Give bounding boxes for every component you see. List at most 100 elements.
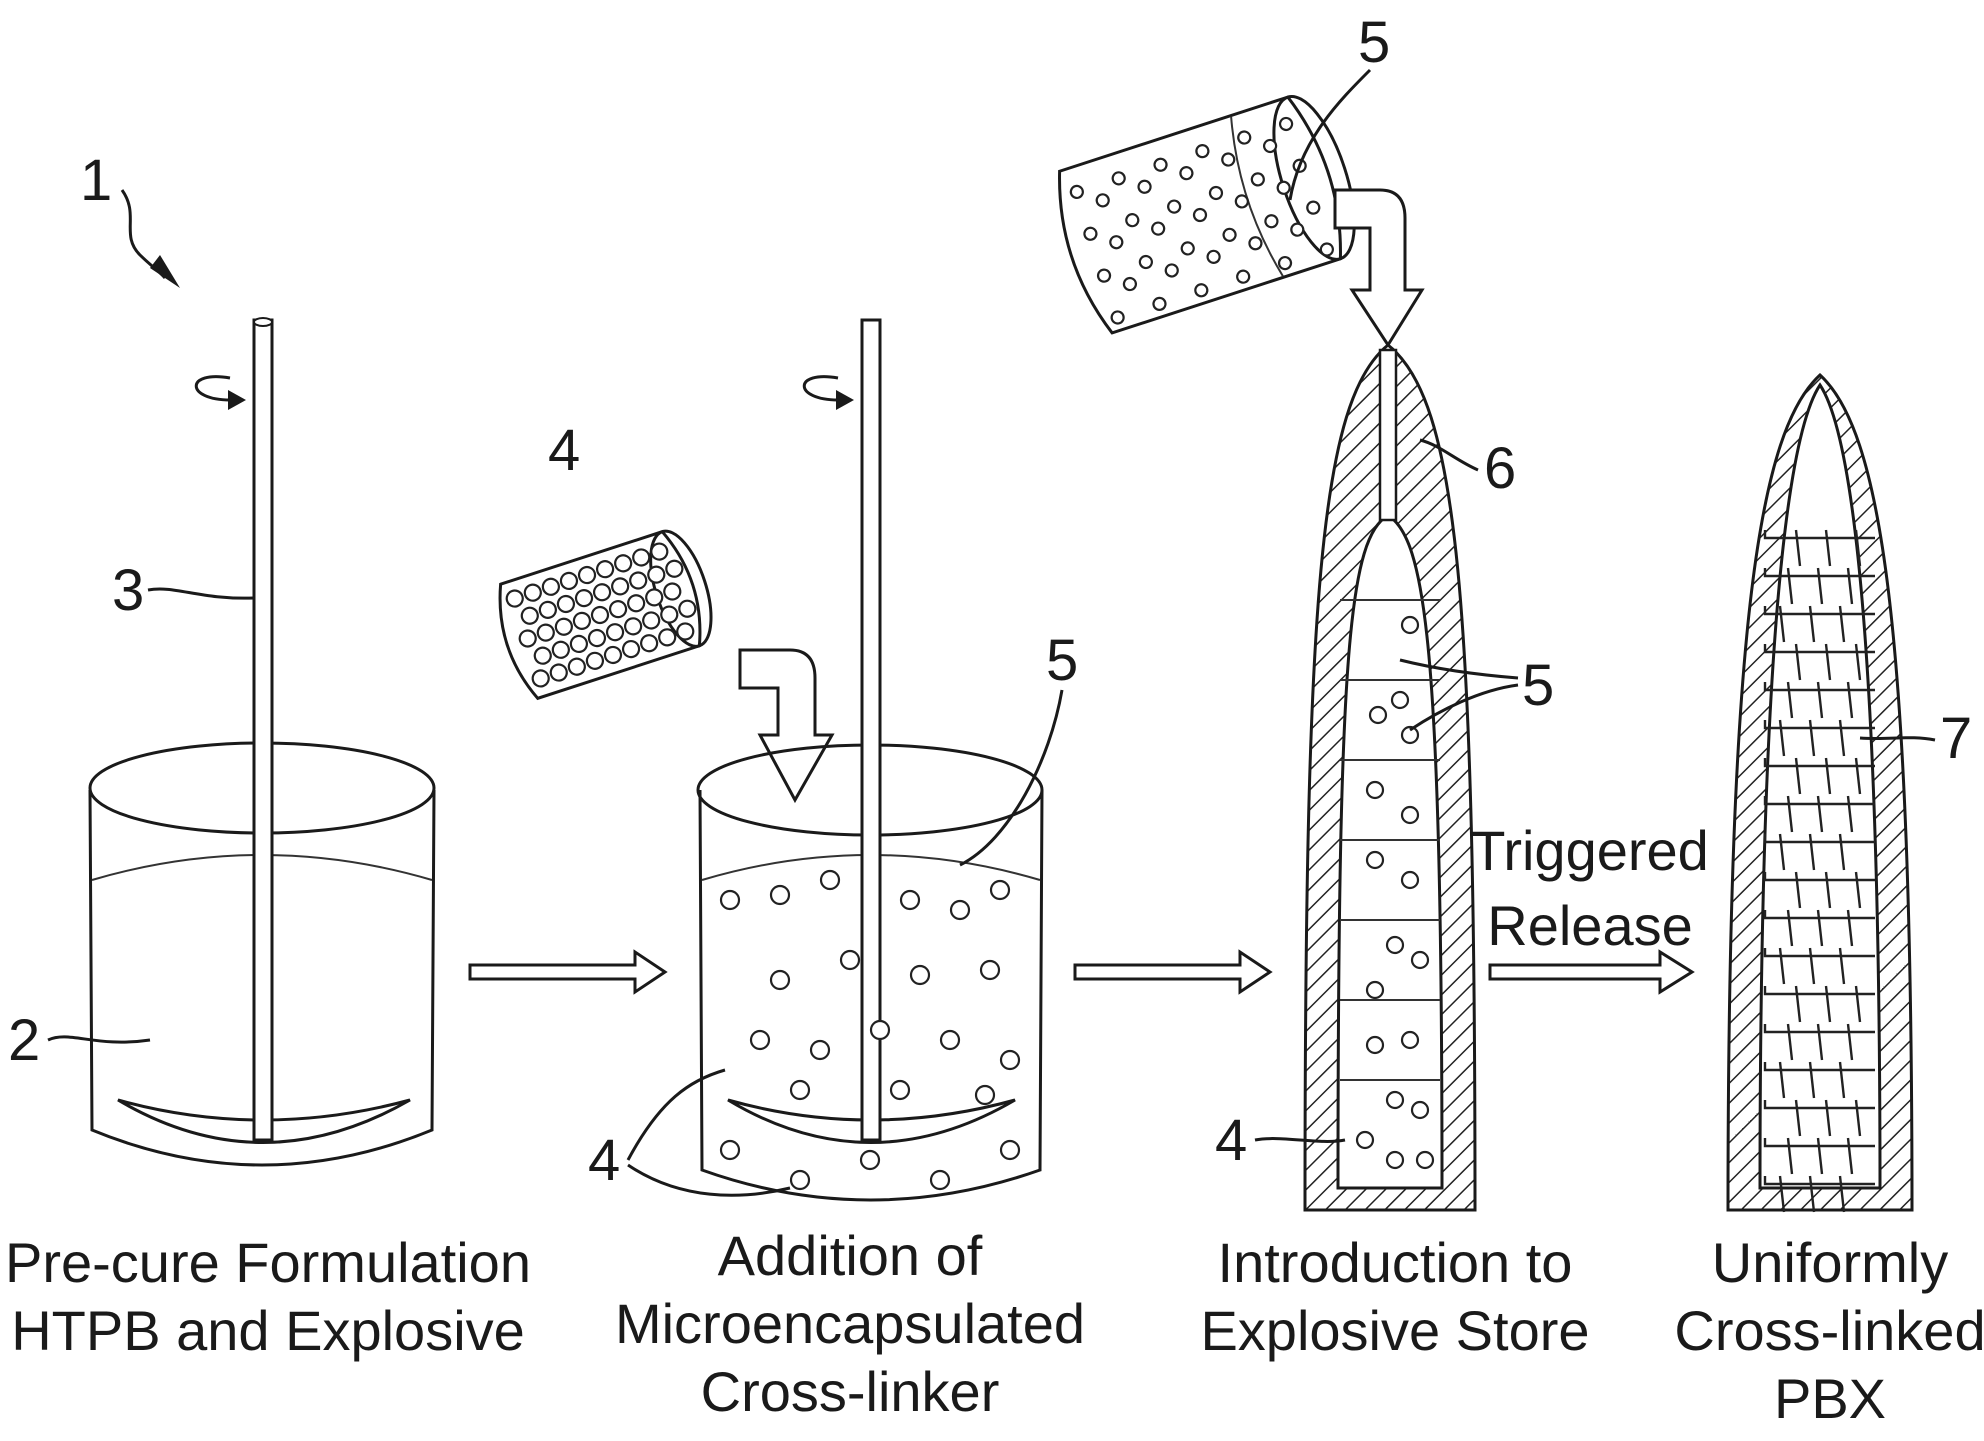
pour-arrow-2: [738, 648, 835, 804]
microcapsule: [1221, 152, 1236, 167]
crosslinked-network: [1763, 529, 1875, 1213]
microcapsule: [719, 889, 741, 911]
ref-7-leader: [1859, 736, 1936, 742]
microcapsule: [1083, 226, 1098, 241]
microcapsule: [1069, 184, 1084, 200]
microcapsule: [1179, 166, 1194, 181]
ref-4-cup: 4: [548, 418, 580, 483]
microcapsule: [632, 548, 651, 567]
network-strand: [1763, 1024, 1875, 1034]
ref-5-store: 5: [1522, 653, 1554, 718]
network-strand: [1763, 1138, 1875, 1148]
ref-3: 3: [112, 558, 144, 623]
network-strand: [1763, 758, 1875, 768]
microcapsule: [1125, 213, 1140, 228]
capsule-cup-2: [498, 529, 713, 701]
microcapsule: [1195, 144, 1210, 159]
microcapsule: [909, 964, 931, 986]
ref-5-beaker: 5: [1046, 628, 1078, 693]
network-link: [1794, 985, 1802, 1023]
microcapsule: [523, 583, 542, 602]
microcapsule: [1138, 254, 1153, 270]
network-link: [1846, 567, 1854, 605]
step2-caption-line1: Addition of: [718, 1224, 983, 1287]
process-arrow-3: [1488, 949, 1695, 995]
network-strand: [1763, 1176, 1875, 1186]
microcapsule: [974, 1084, 996, 1106]
step1-caption-line1: Pre-cure Formulation: [5, 1231, 531, 1294]
stirrer2-shaft: [860, 318, 882, 1142]
microcapsule: [518, 629, 537, 648]
microcapsule: [1365, 850, 1385, 870]
microcapsule: [590, 605, 610, 625]
microcapsule: [949, 899, 971, 921]
microcapsule: [536, 623, 555, 642]
network-link: [1778, 947, 1786, 985]
microcapsule: [989, 879, 1011, 901]
microcapsule: [999, 1049, 1021, 1071]
network-link: [1816, 909, 1824, 947]
step3-group: 5 6 5 4 Introduction to Explosive Store: [1058, 10, 1590, 1362]
microcapsule: [665, 559, 684, 578]
step4-caption-line1: Uniformly: [1712, 1231, 1948, 1294]
microcapsule: [577, 565, 597, 585]
microcapsule: [1250, 172, 1265, 187]
microcapsule: [533, 646, 552, 665]
microcapsule: [1111, 171, 1126, 186]
network-link: [1786, 1023, 1794, 1061]
ref-5-store-leader-b: [1409, 683, 1519, 732]
ref-4-leader-b: [627, 1163, 791, 1197]
microcapsule: [1167, 199, 1182, 214]
microcapsule: [592, 583, 612, 602]
network-link: [1778, 719, 1786, 757]
microcapsule: [839, 949, 861, 971]
microcapsule: [551, 640, 570, 659]
network-link: [1794, 1099, 1802, 1137]
stirrer1-shaft: [252, 318, 274, 1142]
network-link: [1854, 643, 1862, 681]
network-link: [1778, 605, 1786, 643]
network-link: [1794, 871, 1802, 909]
stirrer2-rotation-icon: [803, 375, 848, 402]
ref-2-leader: [47, 1035, 151, 1044]
microcapsule: [624, 617, 643, 636]
microcapsule: [1264, 214, 1279, 229]
ref-1-arrowhead: [150, 255, 180, 288]
microcapsule: [1410, 950, 1430, 970]
network-link: [1816, 795, 1824, 833]
microcapsule: [899, 889, 921, 911]
network-link: [1778, 833, 1786, 871]
microcapsule: [1234, 194, 1249, 209]
network-strand: [1763, 720, 1875, 730]
microcapsule: [1400, 725, 1420, 745]
microcapsule: [789, 1169, 811, 1191]
network-link: [1846, 1023, 1854, 1061]
store3-cavity: [1336, 513, 1444, 1190]
microcapsule: [1110, 310, 1125, 325]
network-link: [1786, 681, 1794, 719]
network-link: [1816, 567, 1824, 605]
network-link: [1816, 1023, 1824, 1061]
microcapsule: [1109, 235, 1124, 250]
microcapsule: [1365, 980, 1385, 1000]
microcapsule: [660, 605, 679, 624]
microcapsule: [749, 1029, 771, 1051]
microcapsule: [611, 577, 630, 596]
microcapsule: [719, 1139, 741, 1161]
beaker2-impeller: [727, 1098, 1016, 1144]
network-link: [1824, 985, 1832, 1023]
microcapsule: [1096, 268, 1112, 283]
microcapsule: [538, 600, 557, 619]
microcapsule: [859, 1149, 881, 1171]
microcapsule: [642, 611, 661, 630]
microcapsule: [676, 622, 695, 641]
microcapsule: [658, 628, 677, 647]
network-strand: [1763, 530, 1875, 540]
microcapsule: [629, 571, 648, 590]
microcapsule: [1365, 1035, 1385, 1055]
microcapsule: [1400, 1030, 1420, 1050]
network-strand: [1763, 1062, 1875, 1072]
step3-caption-line1: Introduction to: [1218, 1231, 1573, 1294]
network-link: [1808, 1061, 1816, 1099]
